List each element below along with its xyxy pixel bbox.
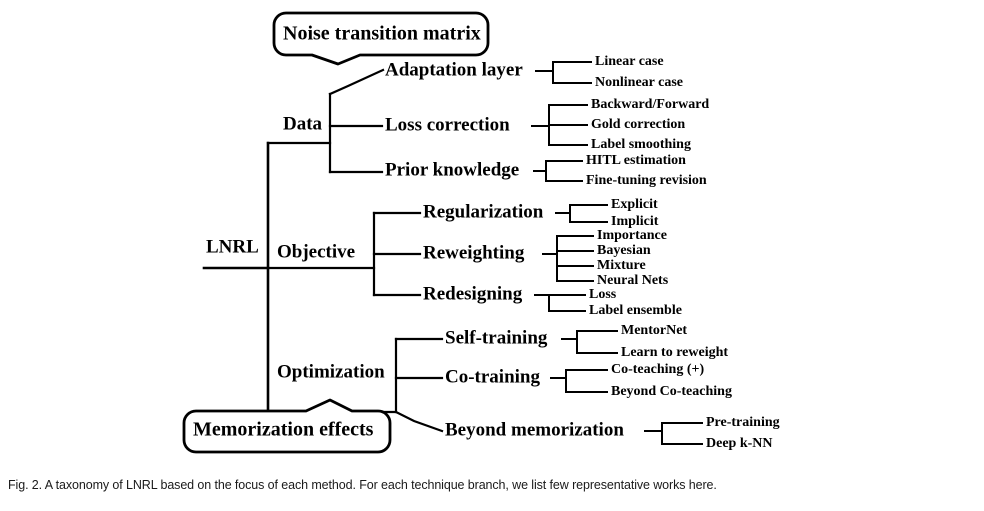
leaf-hitl-estimation: HITL estimation (586, 153, 686, 168)
leaf-beyond-co-teaching: Beyond Co-teaching (611, 384, 732, 399)
leaf-learn-to-reweight: Learn to reweight (621, 345, 728, 360)
node-co-training-label: Co-training (445, 366, 541, 387)
branch-data-label: Data (283, 113, 323, 134)
leaf-explicit: Explicit (611, 197, 658, 212)
node-redesigning-label: Redesigning (423, 283, 523, 304)
memorization-effects-label: Memorization effects (193, 419, 374, 441)
node-regularization-label: Regularization (423, 201, 544, 222)
leaf-backward-forward: Backward/Forward (591, 97, 709, 112)
leaf-loss: Loss (589, 287, 617, 302)
leaf-linear-case: Linear case (595, 54, 664, 69)
leaf-neural-nets: Neural Nets (597, 273, 669, 288)
leaf-bayesian: Bayesian (597, 243, 651, 258)
node-self-training-label: Self-training (445, 327, 548, 348)
root-group: LNRL (202, 141, 270, 414)
leaf-mixture: Mixture (597, 258, 646, 273)
adaptation-layer-connector (328, 68, 385, 96)
node-adaptation-layer-label: Adaptation layer (385, 59, 523, 80)
leaf-co-teaching: Co-teaching (+) (611, 362, 704, 377)
node-reweighting-label: Reweighting (423, 242, 525, 263)
callout-noise-transition-matrix: Noise transition matrix (272, 11, 490, 66)
leaf-label-smoothing: Label smoothing (591, 137, 691, 152)
node-prior-knowledge-label: Prior knowledge (385, 159, 519, 180)
leaf-implicit: Implicit (611, 214, 659, 229)
beyond-memorization-connector (394, 410, 444, 433)
branch-objective-label: Objective (277, 241, 355, 262)
node-loss-correction-label: Loss correction (385, 114, 510, 135)
branch-optimization-label: Optimization (277, 361, 385, 382)
leaf-importance: Importance (597, 228, 667, 243)
leaf-gold-correction: Gold correction (591, 117, 685, 132)
node-beyond-memorization-label: Beyond memorization (445, 419, 624, 440)
noise-transition-matrix-shape (272, 11, 490, 66)
leaf-pre-training: Pre-training (706, 415, 780, 430)
noise-transition-matrix-label: Noise transition matrix (283, 23, 481, 45)
taxonomy-tree-svg: LNRL Data Adaptation layer Linear case N… (182, 11, 780, 454)
leaf-nonlinear-case: Nonlinear case (595, 75, 683, 90)
memorization-effects-shape (182, 398, 392, 454)
branch-data: Data Adaptation layer Linear case Nonlin… (266, 54, 709, 188)
leaf-deep-knn: Deep k-NN (706, 436, 773, 451)
figure-caption: Fig. 2. A taxonomy of LNRL based on the … (8, 478, 717, 492)
callout-memorization-effects: Memorization effects (182, 398, 392, 454)
leaf-fine-tuning-revision: Fine-tuning revision (586, 173, 707, 188)
leaf-label-ensemble: Label ensemble (589, 303, 682, 318)
branch-objective: Objective Regularization Explicit Implic… (266, 197, 682, 318)
leaf-mentornet: MentorNet (621, 323, 687, 338)
root-label: LNRL (206, 236, 259, 257)
